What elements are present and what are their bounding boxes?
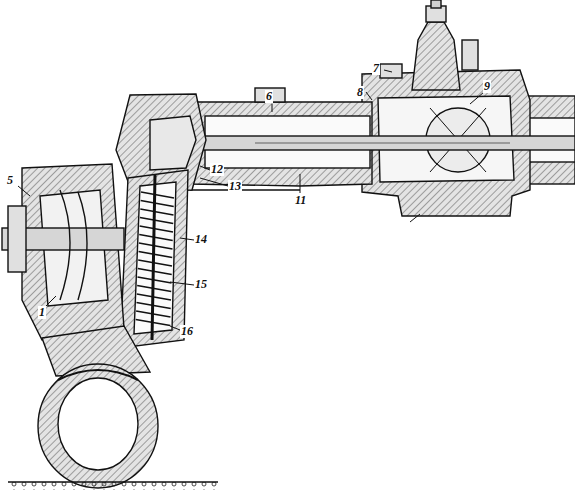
spring-coil (138, 269, 172, 275)
callout-number: 8 (356, 86, 364, 99)
spring-coil (140, 218, 173, 224)
spring-coil (141, 192, 174, 198)
spring-coil (136, 320, 171, 326)
spring-coil (138, 277, 172, 283)
spring-coil (136, 311, 170, 317)
callout-number: 13 (228, 180, 242, 193)
callout-number: 5 (6, 174, 14, 187)
spring-coil (139, 252, 173, 258)
callout-number: 7 (372, 62, 380, 75)
callout-number: 6 (265, 90, 273, 103)
spring-coil (137, 286, 171, 292)
callout-number: 16 (180, 325, 194, 338)
spring-coil (137, 294, 171, 300)
spring-coil (138, 260, 172, 266)
spring-coil (141, 201, 174, 207)
spring-coil (139, 243, 173, 249)
spring-coil (139, 235, 173, 241)
spring-coil (136, 303, 170, 309)
leader-lines (18, 70, 484, 330)
spring-coil (140, 209, 173, 215)
callout-number: 15 (194, 278, 208, 291)
callout-number: 9 (483, 80, 491, 93)
ground (8, 482, 218, 490)
callout-number: 1 (38, 306, 46, 319)
callout-number: 11 (294, 194, 307, 207)
coil-spring (136, 192, 174, 326)
callout-number: 14 (194, 233, 208, 246)
callout-number: 12 (210, 163, 224, 176)
spring-coil (140, 226, 173, 232)
